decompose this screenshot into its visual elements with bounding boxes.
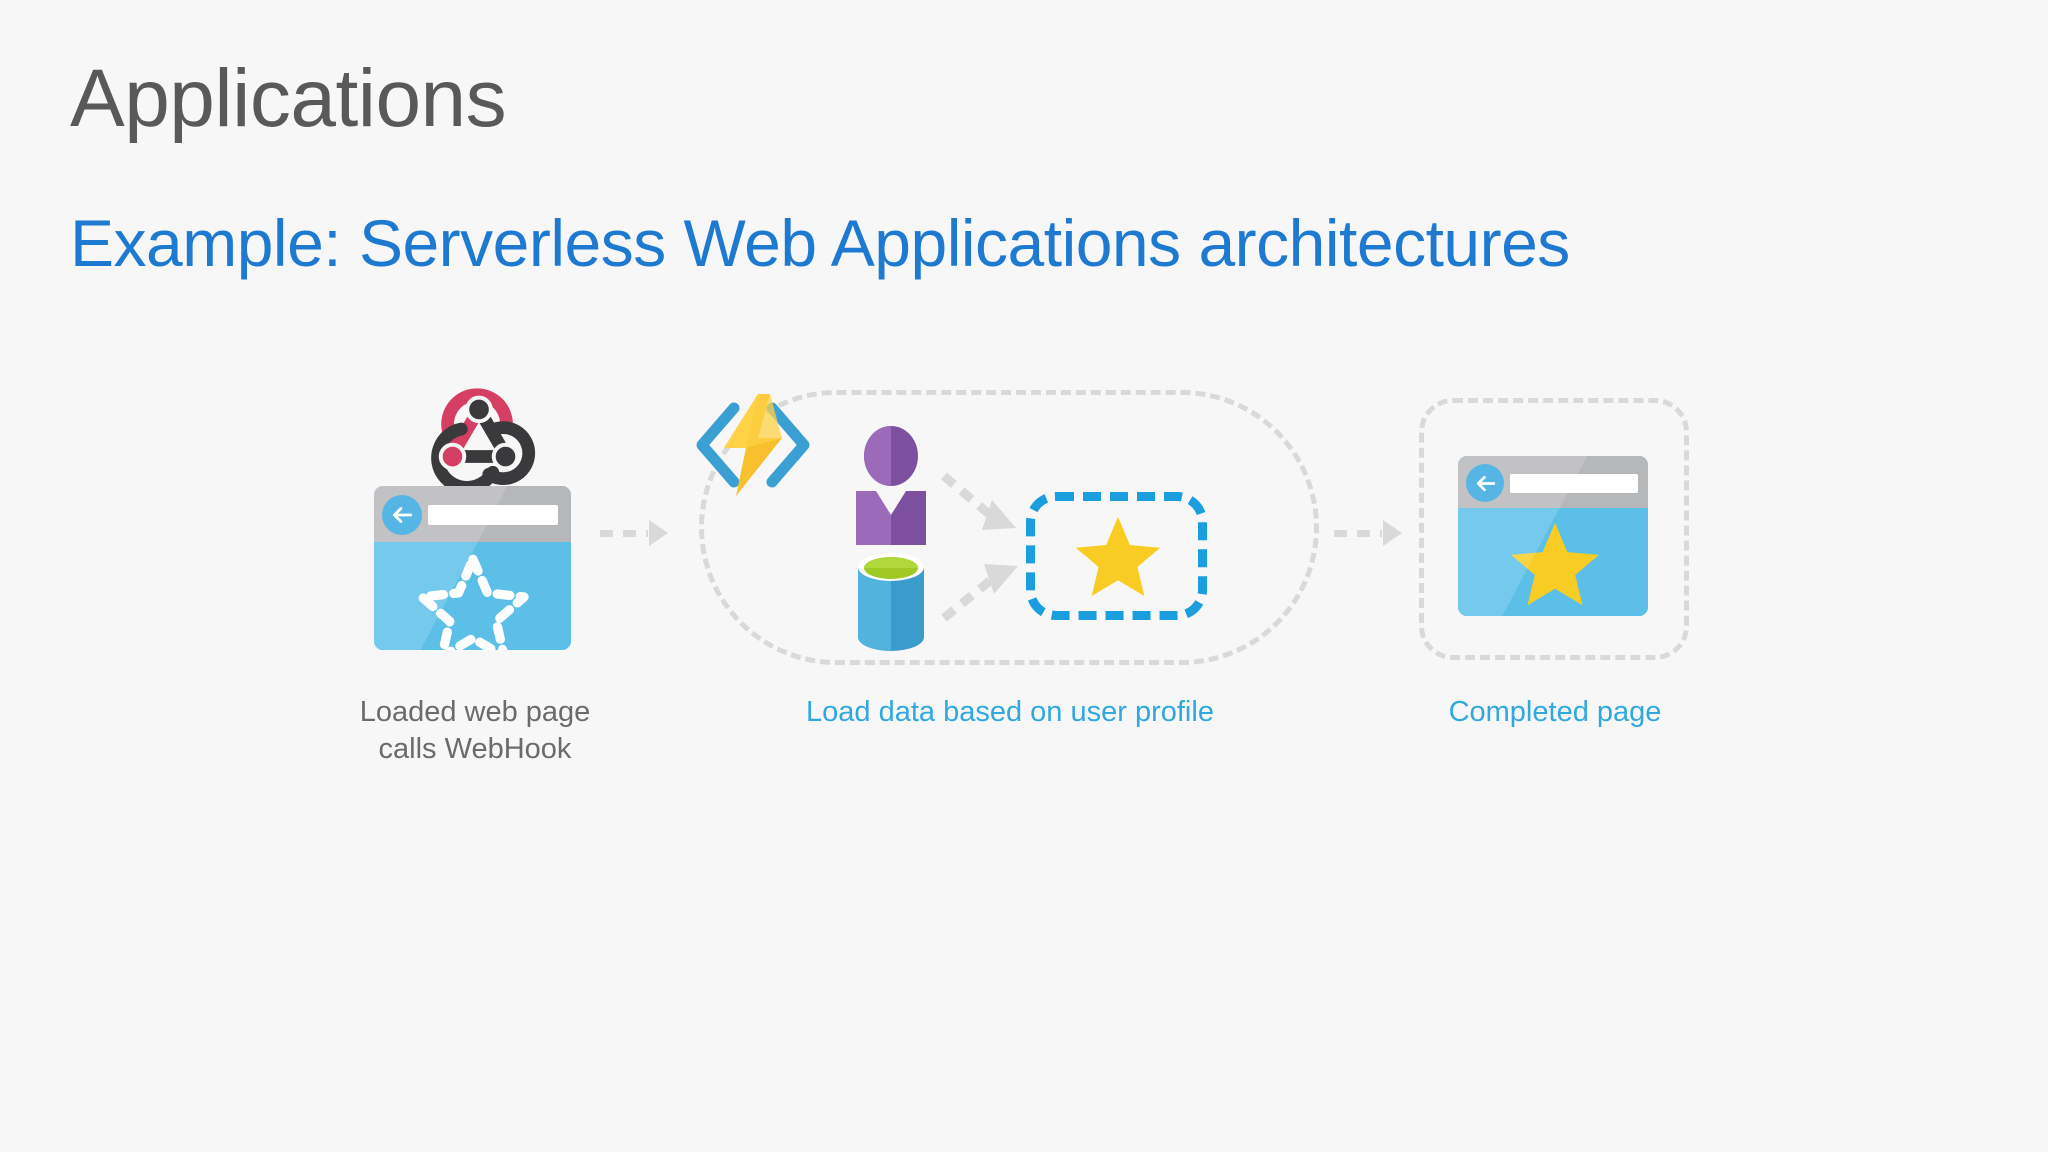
flow-arrow-stage1-to-stage2 bbox=[600, 520, 668, 546]
arrow-head-icon bbox=[649, 520, 668, 546]
browser-address-bar[interactable] bbox=[1510, 474, 1638, 493]
browser-back-arrow-icon[interactable] bbox=[382, 495, 422, 535]
slide-subtitle: Example: Serverless Web Applications arc… bbox=[70, 206, 1570, 280]
caption-completed-page: Completed page bbox=[1448, 696, 1662, 728]
star-icon bbox=[1509, 520, 1601, 613]
azure-functions-icon bbox=[688, 390, 818, 500]
completed-page-browser-window[interactable] bbox=[1458, 456, 1648, 616]
loaded-web-page-browser-window[interactable] bbox=[374, 486, 571, 650]
star-icon bbox=[1074, 514, 1162, 604]
load-data-group-container bbox=[699, 390, 1319, 665]
dashed-star-outline-icon bbox=[415, 552, 531, 650]
flow-arrow-stage2-to-stage3 bbox=[1334, 520, 1402, 546]
arrow-dash-line bbox=[1334, 529, 1382, 537]
user-profile-icon bbox=[854, 425, 928, 545]
database-icon bbox=[855, 551, 927, 653]
rendered-content-placeholder bbox=[1026, 492, 1207, 620]
flow-arrow-user-to-star bbox=[940, 470, 1030, 545]
browser-back-arrow-icon[interactable] bbox=[1466, 464, 1504, 502]
caption-load-data: Load data based on user profile bbox=[806, 696, 1214, 728]
completed-page-group-container bbox=[1419, 398, 1689, 660]
webhook-icon bbox=[420, 378, 538, 494]
flow-arrow-database-to-star bbox=[940, 556, 1030, 631]
browser-address-bar[interactable] bbox=[428, 505, 558, 525]
arrow-dash-line bbox=[600, 529, 648, 537]
slide-title: Applications bbox=[70, 53, 507, 144]
caption-loaded-web-page: Loaded web page calls WebHook bbox=[359, 696, 591, 766]
arrow-head-icon bbox=[1383, 520, 1402, 546]
